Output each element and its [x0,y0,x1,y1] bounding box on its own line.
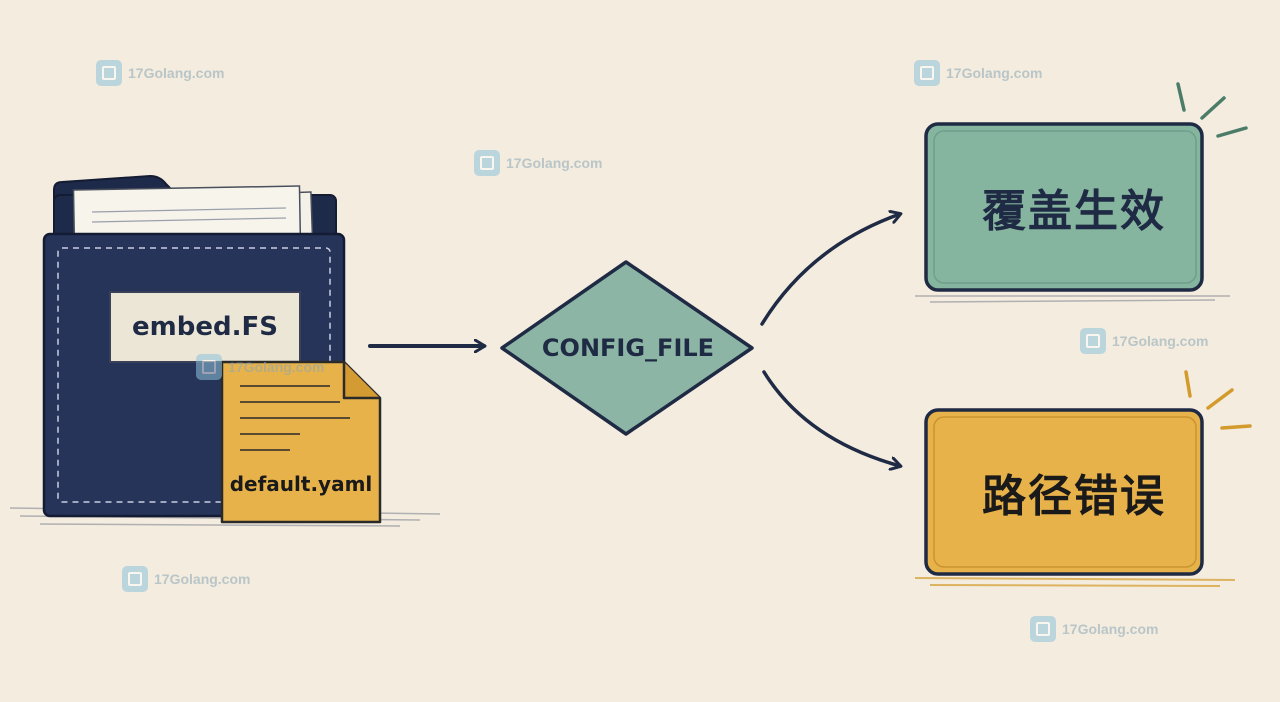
watermark-text: 17Golang.com [228,359,325,375]
watermark-logo-icon [474,150,500,176]
document-icon [220,360,382,524]
arrow-to-error [762,370,900,466]
watermark-text: 17Golang.com [154,571,251,587]
watermark: 17Golang.com [96,60,224,86]
watermark-logo-icon [122,566,148,592]
watermark-logo-icon [1080,328,1106,354]
file-label: default.yaml [229,472,373,496]
watermark-logo-icon [1030,616,1056,642]
success-box [924,122,1204,292]
folder-label: embed.FS [132,312,278,342]
success-spark-marks [1176,82,1248,138]
arrow-to-success [760,214,900,326]
watermark-text: 17Golang.com [506,155,603,171]
decision-diamond [500,260,754,436]
watermark-logo-icon [96,60,122,86]
error-spark-marks [1184,370,1252,430]
error-label: 路径错误 [982,471,1166,522]
watermark: 17Golang.com [122,566,250,592]
error-box [924,408,1204,576]
watermark: 17Golang.com [914,60,1042,86]
watermark: 17Golang.com [196,354,324,380]
watermark-text: 17Golang.com [128,65,225,81]
watermark: 17Golang.com [474,150,602,176]
decision-label: CONFIG_FILE [541,334,715,362]
success-label: 覆盖生效 [982,186,1166,237]
watermark-logo-icon [196,354,222,380]
watermark: 17Golang.com [1080,328,1208,354]
watermark-text: 17Golang.com [946,65,1043,81]
watermark-text: 17Golang.com [1112,333,1209,349]
ground-scribbles-orange [914,577,1236,587]
watermark-logo-icon [914,60,940,86]
watermark: 17Golang.com [1030,616,1158,642]
watermark-text: 17Golang.com [1062,621,1159,637]
